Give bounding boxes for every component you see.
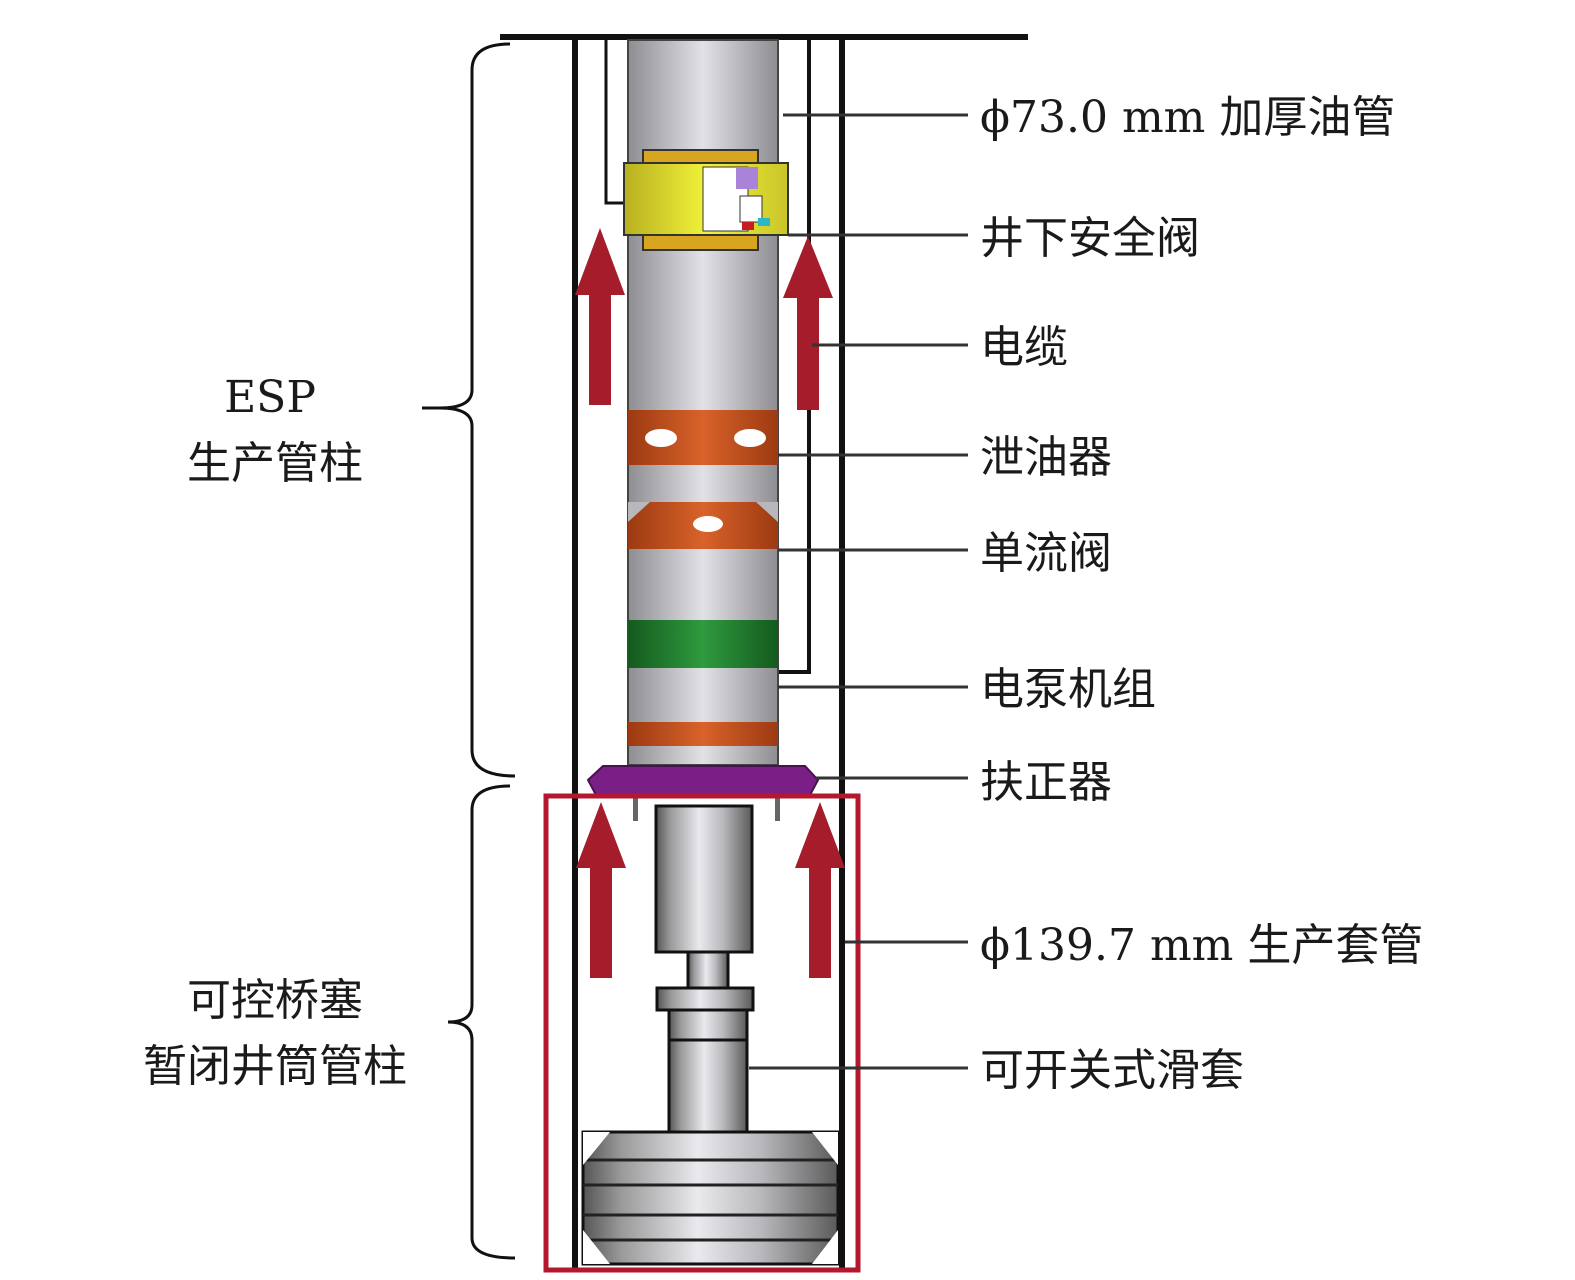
centralizer-post-right — [775, 795, 780, 821]
drain-valve-label: 泄油器 — [980, 432, 1112, 483]
check-valve — [628, 502, 778, 549]
safety-valve-label: 井下安全阀 — [980, 213, 1200, 264]
sliding-sleeve-label: 可开关式滑套 — [980, 1045, 1244, 1096]
esp-pump-label: 电泵机组 — [980, 664, 1156, 715]
esp-label: ESP — [224, 372, 316, 423]
esp-pump-unit — [628, 620, 778, 668]
flow-arrow-up-icon — [575, 228, 625, 405]
esp-string-brace — [422, 42, 516, 778]
centralizer-label: 扶正器 — [980, 757, 1112, 808]
pump-band — [628, 722, 778, 746]
cable-label: 电缆 — [980, 322, 1068, 373]
flow-arrow-up-icon — [783, 236, 833, 410]
temporary-isolation-string-label: 暂闭井筒管柱 — [143, 1041, 407, 1092]
sliding-sleeve-assembly — [654, 804, 755, 1134]
centralizer-post-left — [633, 795, 638, 821]
flow-arrow-up-icon — [576, 802, 626, 978]
tubing-label: ϕ73.0 mm 加厚油管 — [980, 92, 1395, 143]
downhole-safety-valve — [623, 149, 789, 251]
bridge-plug-highlight-box — [543, 793, 861, 1273]
casing-label: ϕ139.7 mm 生产套管 — [980, 920, 1423, 971]
flow-arrow-up-icon — [795, 802, 845, 978]
bridge-plug — [581, 1130, 840, 1266]
production-string-label: 生产管柱 — [187, 438, 363, 489]
check-valve-label: 单流阀 — [980, 528, 1112, 579]
bridge-plug-label: 可控桥塞 — [187, 975, 363, 1026]
control-line — [604, 37, 625, 205]
centralizer — [586, 765, 820, 796]
drain-valve — [628, 410, 778, 465]
plug-string-brace — [447, 784, 516, 1260]
